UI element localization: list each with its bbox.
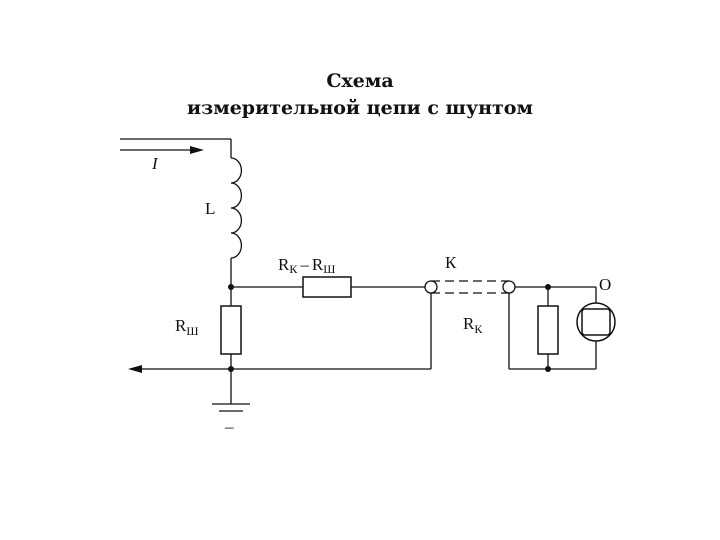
label-cable: К: [445, 253, 457, 272]
oscilloscope-body: [576, 302, 616, 342]
label-shunt: RШ: [175, 316, 198, 338]
wires: [120, 138, 616, 412]
series-resistor: [302, 276, 352, 298]
return-arrowhead: [128, 365, 142, 373]
label-load-resistor: RК: [463, 314, 483, 336]
label-inductor: L: [205, 199, 215, 218]
current-arrowhead: [190, 146, 204, 154]
junction-dot: [545, 284, 551, 290]
junctions: [228, 284, 551, 372]
label-ground-sign: –: [224, 417, 234, 436]
label-oscilloscope: О: [599, 275, 611, 294]
label-series-resistor: RК–RШ: [278, 255, 335, 276]
shunt-resistor: [220, 305, 242, 355]
cable-connector-left: [424, 280, 438, 294]
junction-dot: [228, 366, 234, 372]
inductor-coil: [230, 157, 243, 259]
load-resistor: [537, 305, 559, 355]
label-current: I: [151, 154, 159, 173]
oscilloscope-screen: [581, 308, 611, 336]
cable-connector-right: [502, 280, 516, 294]
diagram-title-line2: измерительной цепи с шунтом: [187, 97, 533, 119]
arrowheads: [128, 146, 204, 373]
junction-dot: [545, 366, 551, 372]
diagram-title-line1: Схема: [326, 70, 394, 92]
junction-dot: [228, 284, 234, 290]
